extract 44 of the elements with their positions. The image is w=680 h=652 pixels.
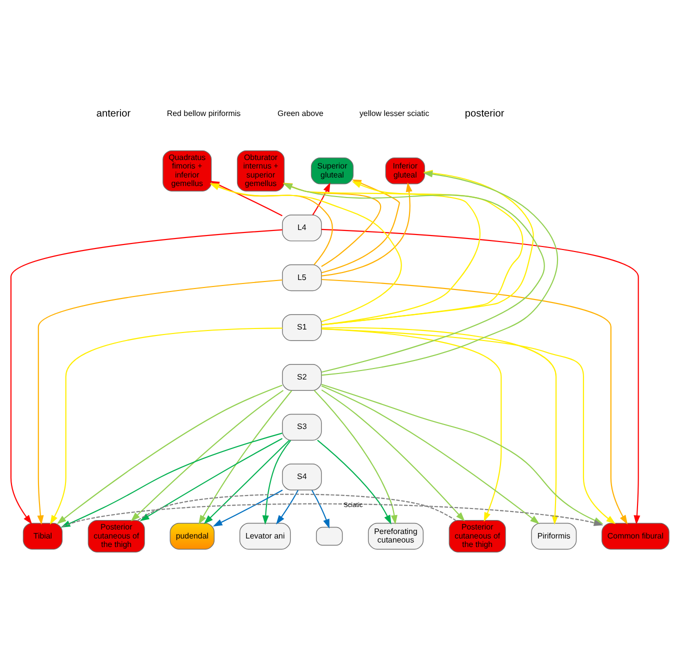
node-box: Quadratus fimoris + inferior gemellus	[162, 150, 212, 191]
node-box: Levator ani	[239, 522, 291, 550]
arrow	[204, 439, 290, 524]
label: anterior	[96, 108, 131, 120]
label: posterior	[464, 108, 504, 120]
node-box: S4	[282, 463, 322, 490]
arrow	[312, 182, 330, 215]
node-box: S3	[282, 413, 322, 440]
arrow	[321, 384, 540, 524]
label: Red bellow piriformis	[166, 108, 241, 118]
arrow	[317, 439, 392, 524]
node-box: L4	[282, 214, 322, 241]
node-box: Obturator internus + superior gemellus	[236, 150, 285, 191]
node-box: Superior gluteal	[310, 157, 354, 184]
arrow	[321, 388, 465, 521]
node-box	[316, 526, 343, 546]
node-box: S2	[282, 364, 322, 390]
arrow	[314, 390, 398, 524]
arrow	[212, 489, 283, 526]
arrow	[262, 440, 292, 524]
arrow	[321, 182, 412, 276]
node-box: S1	[282, 314, 322, 340]
arrow	[276, 490, 298, 524]
node-box: L5	[282, 264, 322, 291]
node-box: Piriformis	[531, 522, 577, 550]
node-box: Pereforating cutaneous	[368, 522, 424, 550]
node-box: Common fibural	[602, 522, 670, 550]
node-box: Posterior cutaneous of the thigh	[448, 519, 506, 552]
node-box: Posterior cutaneous of the thigh	[88, 519, 145, 552]
arrow	[130, 390, 284, 521]
arrow	[312, 490, 330, 528]
connector	[138, 493, 456, 520]
arrow	[56, 384, 282, 524]
arrow	[198, 390, 292, 524]
arrow	[50, 327, 282, 524]
node-box: pudendal	[170, 522, 215, 550]
arrow	[140, 438, 283, 521]
arrow	[37, 278, 282, 524]
arrow	[322, 328, 502, 522]
node-box: Tibial	[22, 522, 63, 550]
node-box: Inferior gluteal	[385, 157, 425, 184]
label: yellow lesser sciatic	[359, 108, 430, 118]
arrow	[10, 228, 282, 524]
label: Green above	[278, 108, 324, 118]
